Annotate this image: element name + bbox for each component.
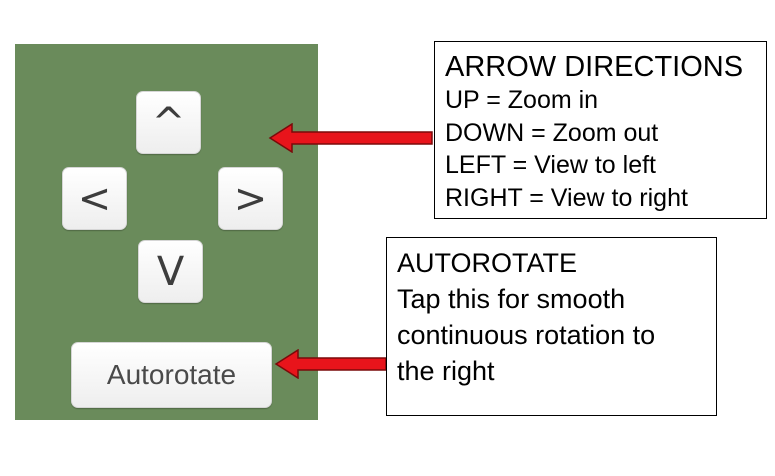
zoom-out-button[interactable]: V — [138, 240, 203, 303]
zoom-in-button[interactable]: ^ — [136, 91, 201, 154]
navigation-control-panel: ^ < > V Autorotate — [15, 44, 318, 420]
callout-heading: AUTOROTATE — [397, 248, 578, 278]
callout-line: LEFT = View to left — [445, 151, 656, 179]
callout-line: Tap this for smooth — [397, 284, 626, 314]
callout-line: continuous rotation to — [397, 320, 656, 350]
arrow-directions-callout: ARROW DIRECTIONS UP = Zoom in DOWN = Zoo… — [434, 41, 767, 219]
autorotate-button[interactable]: Autorotate — [71, 342, 272, 408]
callout-line: DOWN = Zoom out — [445, 118, 659, 147]
callout-line: UP = Zoom in — [445, 86, 599, 114]
red-arrow-icon — [268, 123, 433, 153]
callout-heading: ARROW DIRECTIONS — [445, 51, 744, 83]
callout-line: RIGHT = View to right — [445, 183, 688, 212]
red-arrow-icon — [274, 349, 387, 379]
view-left-button[interactable]: < — [62, 167, 127, 230]
autorotate-callout: AUTOROTATE Tap this for smooth continuou… — [386, 237, 717, 416]
view-right-button[interactable]: > — [218, 167, 283, 230]
callout-line: the right — [397, 356, 495, 386]
